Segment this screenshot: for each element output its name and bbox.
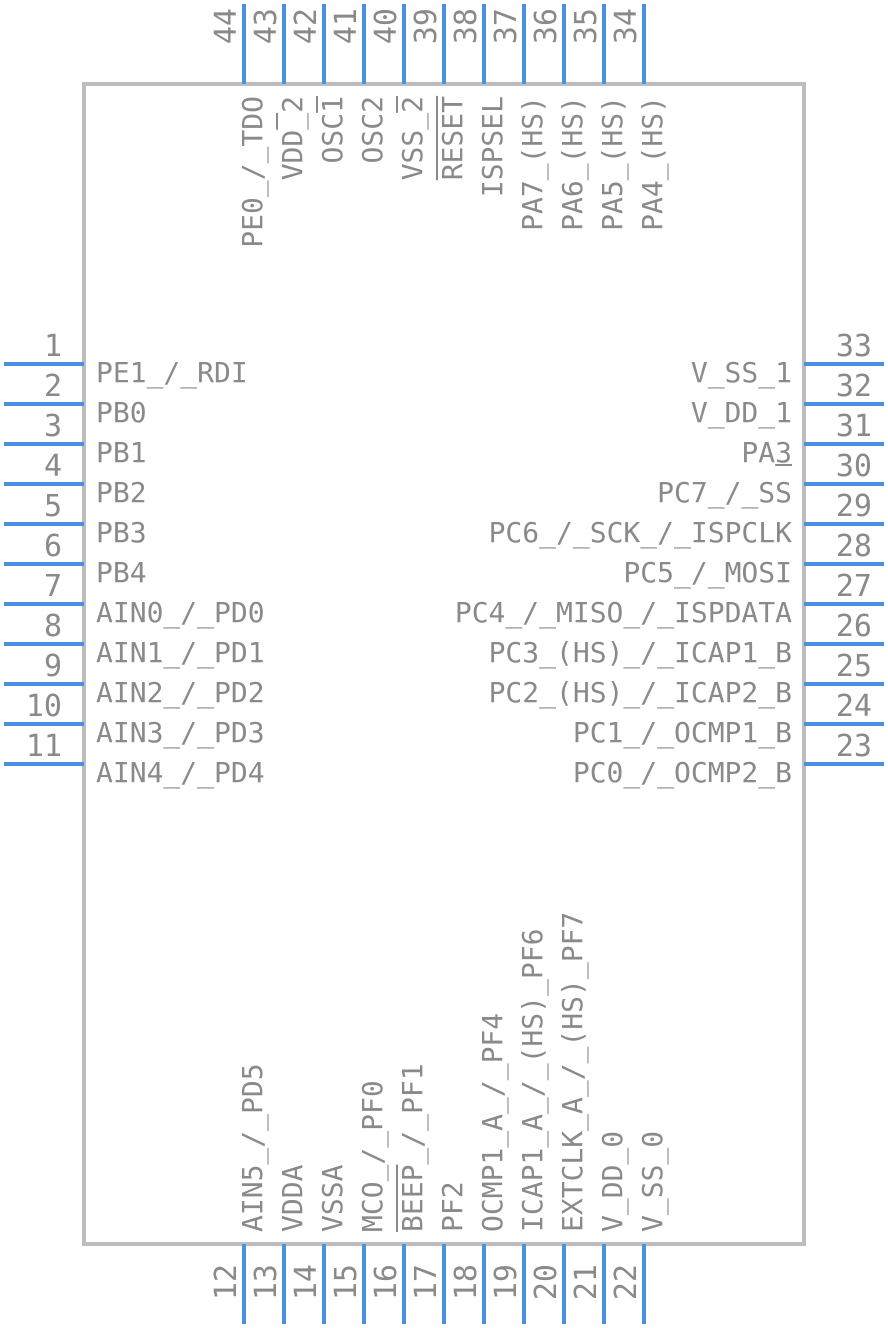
pin-43-label: VDD_2 xyxy=(276,96,310,180)
pin-32-label: V_DD_1 xyxy=(691,396,792,430)
pin-19-number: 19 xyxy=(489,1264,524,1300)
pin-20-label: EXTCLK_A_/_(HS)_PF7 xyxy=(556,912,590,1232)
pin-19-label: ICAP1_A_/_(HS)_PF6 xyxy=(516,929,550,1232)
pin-39-number: 39 xyxy=(409,8,444,44)
pin-5-number: 5 xyxy=(44,489,62,524)
pin-32-number: 32 xyxy=(836,369,872,404)
pin-39-label: RESET xyxy=(436,96,469,180)
pin-3-number: 3 xyxy=(44,409,62,444)
pin-2-number: 2 xyxy=(44,369,62,404)
pin-26-number: 26 xyxy=(836,609,872,644)
pin-21-label: V_DD_0 xyxy=(596,1131,630,1232)
pin-17-number: 17 xyxy=(409,1264,444,1300)
pin-40-label: VSS_2 xyxy=(396,96,430,180)
pin-37-number: 37 xyxy=(489,8,524,44)
pin-42-number: 42 xyxy=(289,8,324,44)
pin-13-number: 13 xyxy=(249,1264,284,1300)
pin-5-label: PB3 xyxy=(96,516,147,549)
pin-6-label: PB4 xyxy=(96,556,147,589)
pin-12-number: 12 xyxy=(209,1264,244,1300)
pin-13-label: VDDA xyxy=(276,1164,309,1232)
pin-29-label: PC6_/_SCK_/_ISPCLK xyxy=(489,516,793,550)
pin-1-label: PE1_/_RDI xyxy=(96,356,248,390)
pin-15-number: 15 xyxy=(329,1264,364,1300)
pin-41-label: OSC2 xyxy=(356,96,389,163)
pin-44-label: PE0_/_TDO xyxy=(236,96,270,248)
pin-18-number: 18 xyxy=(449,1264,484,1300)
pin-35-number: 35 xyxy=(569,8,604,44)
pin-9-number: 9 xyxy=(44,649,62,684)
pin-4-label: PB2 xyxy=(96,476,147,509)
pin-28-number: 28 xyxy=(836,529,872,564)
pin-37-label: PA7_(HS) xyxy=(516,96,550,231)
pin-14-number: 14 xyxy=(289,1264,324,1300)
pin-38-number: 38 xyxy=(449,8,484,44)
pin-22-number: 22 xyxy=(609,1264,644,1300)
pin-29-number: 29 xyxy=(836,489,872,524)
pin-16-label: BEEP_/_PF1 xyxy=(396,1063,430,1232)
pin-41-number: 41 xyxy=(329,8,364,44)
pin-25-number: 25 xyxy=(836,649,872,684)
pin-8-label: AIN1_/_PD1 xyxy=(96,636,265,670)
pin-14-label: VSSA xyxy=(316,1164,349,1232)
pin-21-number: 21 xyxy=(569,1264,604,1300)
pin-28-label: PC5_/_MOSI xyxy=(623,556,792,590)
pin-18-label: OCMP1_A_/_PF4 xyxy=(476,1013,510,1232)
pin-36-label: PA6_(HS) xyxy=(556,96,590,231)
pin-30-label: PC7_/_SS xyxy=(657,476,792,510)
pin-11-number: 11 xyxy=(26,729,62,764)
pin-31-number: 31 xyxy=(836,409,872,444)
pin-1-number: 1 xyxy=(44,329,62,364)
pin-34-label: PA4_(HS) xyxy=(636,96,670,231)
pin-44-number: 44 xyxy=(209,8,244,44)
pin-20-number: 20 xyxy=(529,1264,564,1300)
pin-23-label: PC0_/_OCMP2_B xyxy=(573,756,792,790)
pin-27-label: PC4_/_MISO_/_ISPDATA xyxy=(455,596,792,630)
pin-31-label: PA3 xyxy=(741,436,792,469)
pin-2-label: PB0 xyxy=(96,396,147,429)
pin-36-number: 36 xyxy=(529,8,564,44)
pin-23-number: 23 xyxy=(836,729,872,764)
pin-4-number: 4 xyxy=(44,449,62,484)
pin-33-number: 33 xyxy=(836,329,872,364)
pin-24-number: 24 xyxy=(836,689,872,724)
pin-16-number: 16 xyxy=(369,1264,404,1300)
pin-3-label: PB1 xyxy=(96,436,147,469)
pin-26-label: PC3_(HS)_/_ICAP1_B xyxy=(489,636,792,670)
pin-27-number: 27 xyxy=(836,569,872,604)
pin-11-label: AIN4_/_PD4 xyxy=(96,756,265,790)
pin-33-label: V_SS_1 xyxy=(691,356,792,390)
pin-7-label: AIN0_/_PD0 xyxy=(96,596,265,630)
pin-24-label: PC1_/_OCMP1_B xyxy=(573,716,792,750)
pin-38-label: ISPSEL xyxy=(476,96,509,197)
pin-7-number: 7 xyxy=(44,569,62,604)
pin-17-label: PF2 xyxy=(436,1181,469,1232)
pin-43-number: 43 xyxy=(249,8,284,44)
pin-15-label: MCO_/_PF0 xyxy=(356,1080,390,1232)
pin-6-number: 6 xyxy=(44,529,62,564)
pin-10-label: AIN3_/_PD3 xyxy=(96,716,265,750)
pin-22-label: V_SS_0 xyxy=(636,1131,670,1232)
pin-10-number: 10 xyxy=(26,689,62,724)
pin-34-number: 34 xyxy=(609,8,644,44)
pin-25-label: PC2_(HS)_/_ICAP2_B xyxy=(489,676,792,710)
pin-8-number: 8 xyxy=(44,609,62,644)
pin-12-label: AIN5_/_PD5 xyxy=(236,1063,270,1232)
pin-42-label: OSC1 xyxy=(316,96,349,163)
pin-30-number: 30 xyxy=(836,449,872,484)
pin-35-label: PA5_(HS) xyxy=(596,96,630,231)
pin-9-label: AIN2_/_PD2 xyxy=(96,676,265,710)
pin-40-number: 40 xyxy=(369,8,404,44)
